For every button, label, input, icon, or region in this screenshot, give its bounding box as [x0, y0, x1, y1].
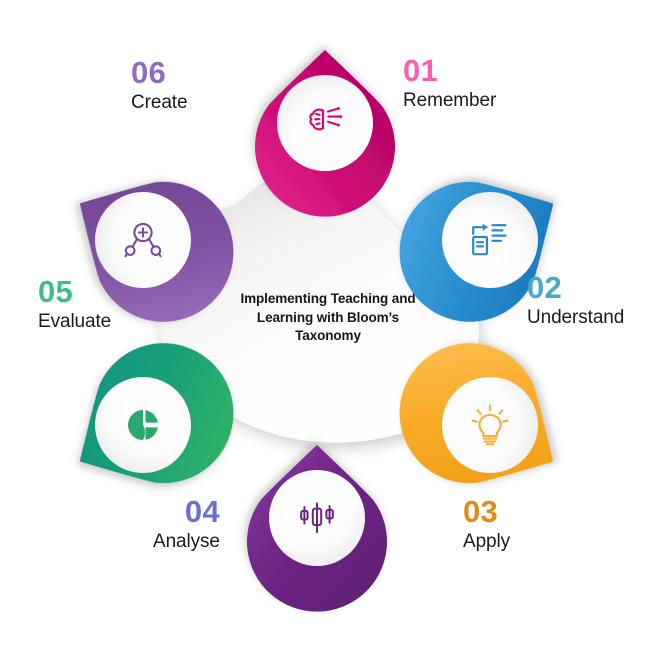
- step-label-analyse: 04 Analyse: [153, 496, 220, 555]
- step-number-apply: 03: [463, 494, 499, 529]
- step-pin-evaluate[interactable]: [68, 343, 234, 500]
- step-name-analyse: Analyse: [153, 531, 220, 552]
- step-number-evaluate: 05: [38, 274, 74, 309]
- step-name-evaluate: Evaluate: [38, 311, 112, 332]
- step-name-understand: Understand: [527, 307, 625, 328]
- step-pin-apply[interactable]: [399, 343, 565, 500]
- step-number-understand: 02: [527, 270, 563, 305]
- center-title-line-1: Implementing Teaching and: [240, 291, 416, 306]
- step-name-create: Create: [131, 92, 188, 113]
- step-label-understand: 02 Understand: [527, 272, 624, 331]
- step-pin-analyse[interactable]: [242, 443, 392, 612]
- step-name-apply: Apply: [463, 531, 511, 552]
- center-title-line-2: Learning with Bloom’s: [256, 309, 400, 325]
- step-label-evaluate: 05 Evaluate: [38, 276, 111, 335]
- step-name-remember: Remember: [403, 90, 497, 111]
- center-title: Implementing Teaching and Learning with …: [196, 290, 460, 346]
- step-label-apply: 03 Apply: [463, 496, 510, 555]
- step-label-remember: 01 Remember: [403, 55, 496, 114]
- step-pin-remember[interactable]: [250, 48, 400, 217]
- center-title-line-3: Taxonomy: [295, 328, 361, 344]
- step-number-create: 06: [131, 55, 167, 90]
- step-number-analyse: 04: [184, 494, 220, 529]
- center-blob: [150, 168, 482, 458]
- step-pin-understand[interactable]: [399, 165, 565, 322]
- step-label-create: 06 Create: [131, 55, 188, 116]
- step-pin-create[interactable]: [68, 165, 234, 322]
- step-number-remember: 01: [403, 53, 439, 88]
